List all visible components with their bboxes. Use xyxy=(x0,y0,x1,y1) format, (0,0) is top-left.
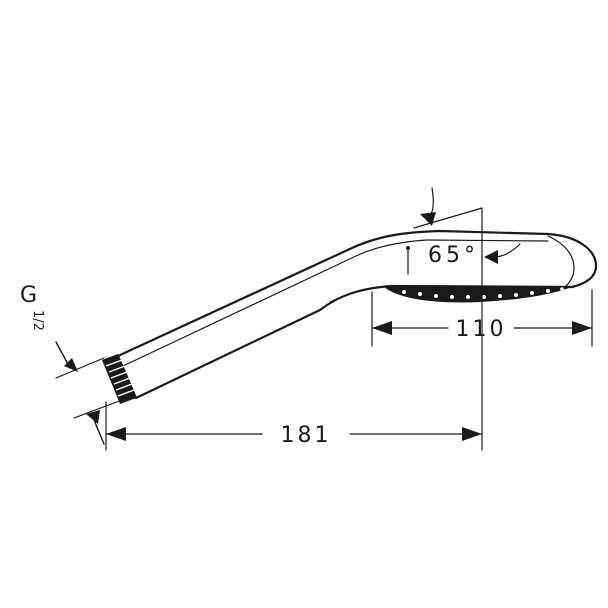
handset-body xyxy=(116,229,598,400)
head-width-dimension: 110 xyxy=(371,289,593,347)
total-length-arrow-right xyxy=(462,427,482,441)
angle-dimension: 65° xyxy=(406,187,521,275)
angle-arrow-right xyxy=(484,250,498,264)
total-length-label: 181 xyxy=(281,423,332,448)
thread-label: G xyxy=(20,283,37,308)
total-length-dimension: 181 xyxy=(105,261,483,451)
angle-arrow-left xyxy=(420,212,436,226)
thread-fraction: 1/2 xyxy=(30,310,45,331)
head-width-label: 110 xyxy=(456,317,507,342)
thread-arrow-bottom xyxy=(86,410,100,424)
thread-dimension: G 1/2 xyxy=(20,283,123,445)
head-width-arrow-right xyxy=(572,321,592,335)
angle-label: 65° xyxy=(428,243,479,268)
thread-connector xyxy=(102,354,136,404)
spray-face xyxy=(384,286,574,303)
thread-arrow-top xyxy=(64,358,78,372)
head-width-arrow-left xyxy=(372,321,392,335)
total-length-arrow-left xyxy=(106,427,126,441)
